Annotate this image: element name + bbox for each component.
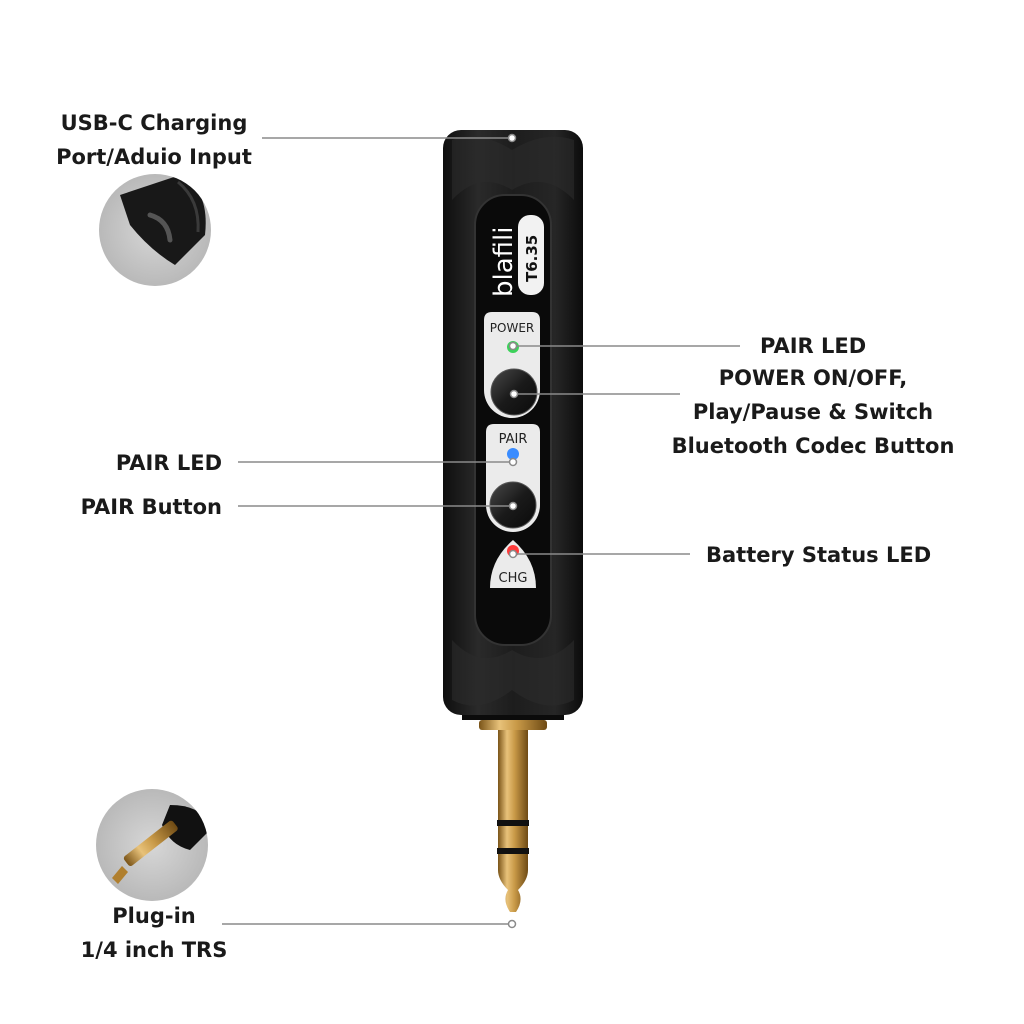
charge-label: CHG <box>499 571 528 586</box>
pair-led <box>507 448 519 460</box>
model-badge: T6.35 <box>518 215 544 295</box>
callout-power-button-line1: POWER ON/OFF, <box>718 366 908 390</box>
callout-battery-led: Battery Status LED <box>706 543 932 567</box>
pair-panel: PAIR <box>486 424 540 532</box>
callout-plug-line1: Plug-in <box>112 904 196 928</box>
leader-lines <box>222 137 740 925</box>
brand-text: blafili <box>489 227 519 297</box>
callout-power-button-line3: Bluetooth Codec Button <box>671 434 955 458</box>
brand-logo: blafili <box>489 227 519 297</box>
model-text: T6.35 <box>523 235 541 282</box>
power-label: POWER <box>490 321 534 335</box>
power-panel: POWER <box>484 312 540 418</box>
callout-power-button-line2: Play/Pause & Switch <box>692 400 934 424</box>
callout-plug-line2: 1/4 inch TRS <box>80 938 228 962</box>
leader-dots <box>507 133 519 929</box>
adapter-body <box>443 130 583 715</box>
pair-label: PAIR <box>499 432 528 447</box>
callout-pair-led: PAIR LED <box>115 451 222 475</box>
trs-plug <box>462 715 564 912</box>
usb-c-port-detail-icon <box>99 174 211 286</box>
callout-usb-c-line2: Port/Aduio Input <box>56 145 252 169</box>
callout-power-button: POWER ON/OFF, Play/Pause & Switch Blueto… <box>668 361 958 463</box>
callout-usb-c: USB-C Charging Port/Aduio Input <box>40 106 268 174</box>
trs-plug-detail-icon <box>96 789 208 901</box>
callout-power-led: PAIR LED <box>760 334 867 358</box>
callout-pair-button: PAIR Button <box>80 495 222 519</box>
callout-usb-c-line1: USB-C Charging <box>60 111 248 135</box>
callout-plug: Plug-in 1/4 inch TRS <box>74 899 234 967</box>
